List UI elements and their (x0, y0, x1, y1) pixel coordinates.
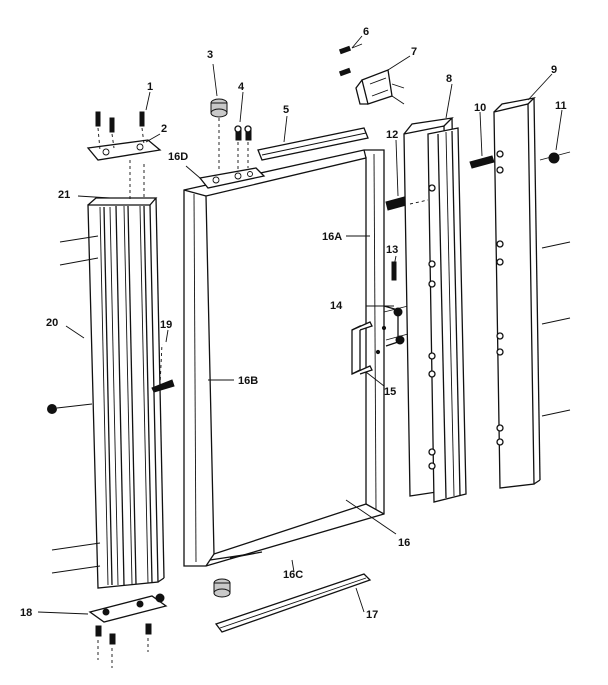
bottom-bracket-part-18 (88, 593, 168, 668)
label-part-21: 21 (58, 189, 70, 201)
screw-icon (338, 45, 352, 55)
label-part-18: 18 (20, 607, 32, 619)
screw-icon (139, 111, 145, 127)
door-panel-part-16 (183, 149, 387, 567)
label-part-3: 3 (207, 49, 213, 61)
bottom-bumper-part-16c (213, 578, 231, 598)
label-part-20: 20 (46, 317, 58, 329)
label-part-16: 16 (398, 537, 410, 549)
label-part-11: 11 (555, 100, 567, 112)
screw-icon (109, 117, 115, 133)
top-bumper-part-3 (210, 98, 228, 172)
label-part-9: 9 (551, 64, 557, 76)
nut-part-11 (548, 152, 560, 164)
screw-icon (145, 623, 152, 635)
top-bracket-part-2 (86, 111, 162, 200)
label-part-4: 4 (238, 81, 245, 93)
label-part-16d: 16D (168, 151, 188, 163)
screw-icon (338, 67, 352, 77)
label-part-13: 13 (386, 244, 398, 256)
handle-part-14-15 (351, 305, 409, 376)
callout-labels: 1 2 3 4 5 6 7 8 9 10 11 12 13 14 15 16 1… (20, 26, 567, 621)
label-part-6: 6 (363, 26, 369, 38)
label-part-10: 10 (474, 102, 486, 114)
label-part-5: 5 (283, 104, 289, 116)
screw-icon (109, 633, 116, 645)
top-hinge-part-16d (198, 167, 266, 189)
label-part-16a: 16A (322, 231, 342, 243)
label-part-14: 14 (330, 300, 343, 312)
label-part-16c: 16C (283, 569, 303, 581)
label-part-8: 8 (446, 73, 452, 85)
label-part-16b: 16B (238, 375, 258, 387)
clip-part-7 (338, 43, 405, 105)
screw-part-13 (391, 261, 397, 281)
label-part-7: 7 (411, 46, 417, 58)
outer-jamb-part-9 (493, 96, 571, 489)
leader-lines (37, 35, 563, 615)
label-part-17: 17 (366, 609, 378, 621)
top-strip-part-5 (257, 127, 369, 161)
screw-part-10 (469, 155, 495, 169)
screw-icon (95, 625, 102, 637)
bumper-icon (47, 404, 57, 414)
bottom-strip-part-17 (214, 573, 372, 633)
label-part-19: 19 (160, 319, 172, 331)
screw-part-19 (151, 343, 175, 393)
screw-icon (95, 111, 101, 127)
left-jamb-part-20 (47, 197, 165, 589)
screw-icon (391, 261, 397, 281)
label-part-15: 15 (384, 386, 396, 398)
label-part-1: 1 (147, 81, 153, 93)
label-part-2: 2 (161, 123, 167, 135)
screws-part-4 (234, 125, 252, 170)
label-part-12: 12 (386, 129, 398, 141)
strike-jamb-part-8 (403, 117, 467, 503)
